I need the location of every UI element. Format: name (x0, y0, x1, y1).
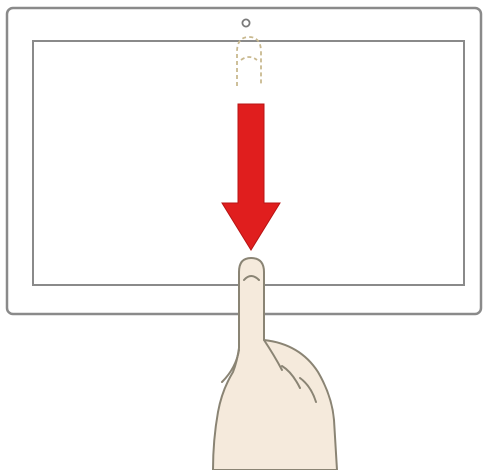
arrow-down-icon (221, 103, 281, 251)
hand-pointer-icon (212, 257, 338, 470)
camera-icon (241, 18, 251, 28)
hand-palm (212, 257, 338, 470)
touch-start-icon (236, 36, 262, 86)
